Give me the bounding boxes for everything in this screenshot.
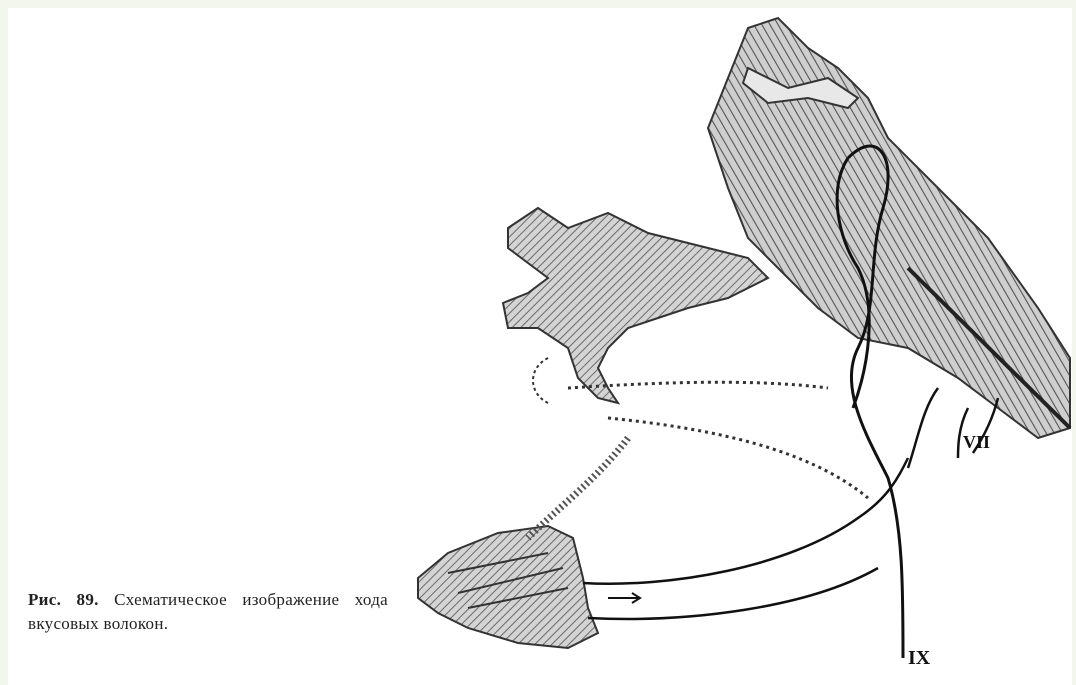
page: IX VII Рис. 89. Схематическое изображени… bbox=[8, 8, 1072, 685]
thalamus bbox=[503, 208, 768, 403]
numeral-mid: VII bbox=[963, 432, 990, 452]
caption-number: Рис. 89. bbox=[28, 590, 99, 609]
numeral-bottom: IX bbox=[908, 647, 931, 669]
tongue-nerve bbox=[583, 458, 908, 584]
figure-caption: Рис. 89. Схематическое изображение хода … bbox=[28, 588, 388, 636]
tongue bbox=[418, 526, 598, 648]
dotted-path-lower bbox=[608, 418, 868, 498]
dotted-path-to-tongue bbox=[528, 438, 628, 538]
taste-pathway-figure: IX VII bbox=[8, 8, 1072, 685]
